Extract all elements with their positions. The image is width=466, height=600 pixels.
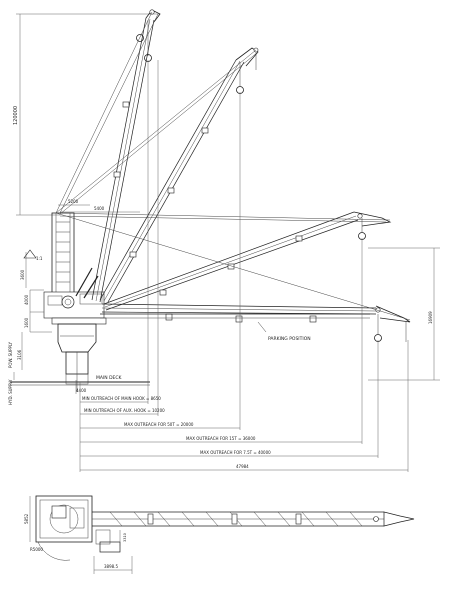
height-dimension: 120000 [13, 13, 160, 216]
pivot-x-label: 4400 [76, 388, 87, 393]
plan-width-label: 5852 [24, 513, 29, 524]
overall-width-label: 47984 [236, 464, 249, 469]
outreach-1: MIN OUTREACH OF MAIN HOOK = 8650 [82, 396, 161, 401]
hyd-supply-label: HYD. SUPPLY [8, 379, 13, 405]
main-deck-label: MAIN DECK [96, 375, 123, 381]
short-c-label: 1600 [24, 317, 29, 328]
boom-offset-label: 3600 [20, 269, 25, 280]
right-height-dim: 16909 [368, 247, 440, 381]
outreach-4: MAX OUTREACH FOR 15T = 36000 [186, 436, 256, 441]
left-short-dims: 4000 1600 3106 3600 [17, 252, 52, 370]
pow-supply-label: POW. SUPPLY [8, 341, 13, 368]
short-b-label: 3106 [17, 349, 22, 360]
crane-pedestal [43, 212, 107, 392]
outreach-3: MAX OUTREACH FOR 50T = 20000 [124, 422, 194, 427]
short-a-label: 4000 [24, 294, 29, 305]
lower-radius-label: 5400 [94, 206, 105, 211]
height-total-label: 120000 [13, 106, 19, 125]
angle-marker: 1:1 [23, 249, 43, 261]
parking-position-label: PARKING POSITION [268, 336, 311, 342]
top-offset-label: 5200 [68, 199, 79, 204]
outreach-2: MIN OUTREACH OF AUX. HOOK = 10200 [84, 408, 165, 413]
right-height-label: 16909 [428, 311, 433, 324]
angle-label: 1:1 [36, 256, 43, 261]
plan-small-label: 3310 [123, 533, 127, 542]
boom-mid [59, 211, 392, 311]
parking-boom: PARKING POSITION [100, 313, 370, 342]
plan-tail-label: 3898.5 [104, 564, 118, 569]
boom-vertical [55, 9, 161, 303]
top-dim: 5200 5400 [58, 199, 140, 213]
plan-radius-label: R5000 [30, 547, 43, 552]
outreach-5: MAX OUTREACH FOR 7.5T = 40000 [200, 450, 271, 455]
outreach-extensions [79, 60, 409, 472]
outreach-dims: MIN OUTREACH OF MAIN HOOK = 8650 MIN OUT… [80, 396, 408, 471]
plan-view: R5000 5852 3310 3898.5 [24, 495, 415, 574]
boom-high [55, 47, 259, 303]
